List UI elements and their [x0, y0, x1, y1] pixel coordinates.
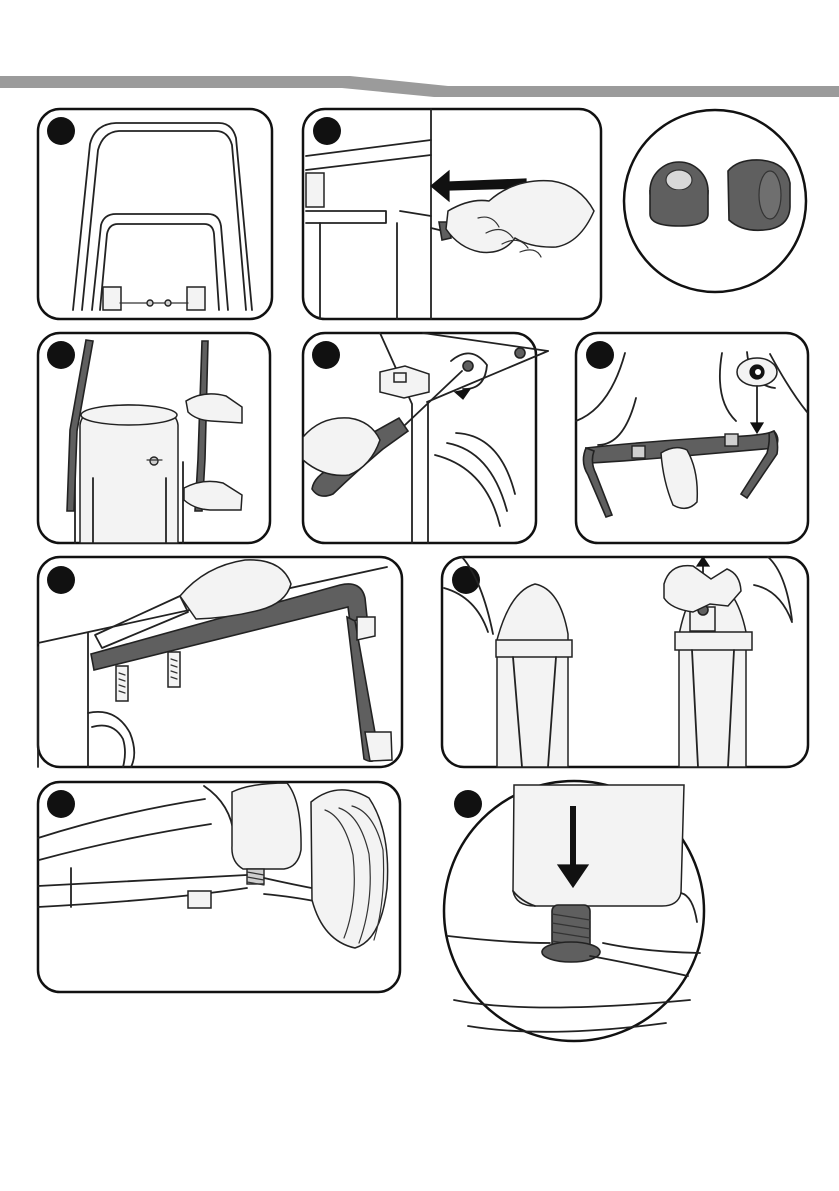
step-panel-5: [303, 333, 548, 543]
step-marker-1: [47, 117, 75, 145]
spring-detail-circle: [444, 781, 704, 1041]
step-panel-9: [38, 782, 400, 992]
step-marker-2: [313, 117, 341, 145]
step-marker-9: [47, 790, 75, 818]
step-marker-5: [312, 341, 340, 369]
step-marker-7: [47, 566, 75, 594]
step-panel-8: [442, 557, 808, 767]
step-panel-7: [38, 557, 402, 767]
header-band: [0, 76, 839, 97]
step-marker-10: [454, 790, 482, 818]
spacer-detail-circle: [624, 110, 806, 292]
step-panel-4: [38, 333, 270, 543]
step-marker-6: [586, 341, 614, 369]
step-panel-2: [303, 109, 601, 319]
step-panel-6: [576, 333, 808, 543]
step-marker-4: [47, 341, 75, 369]
step-panel-1: [38, 109, 272, 319]
